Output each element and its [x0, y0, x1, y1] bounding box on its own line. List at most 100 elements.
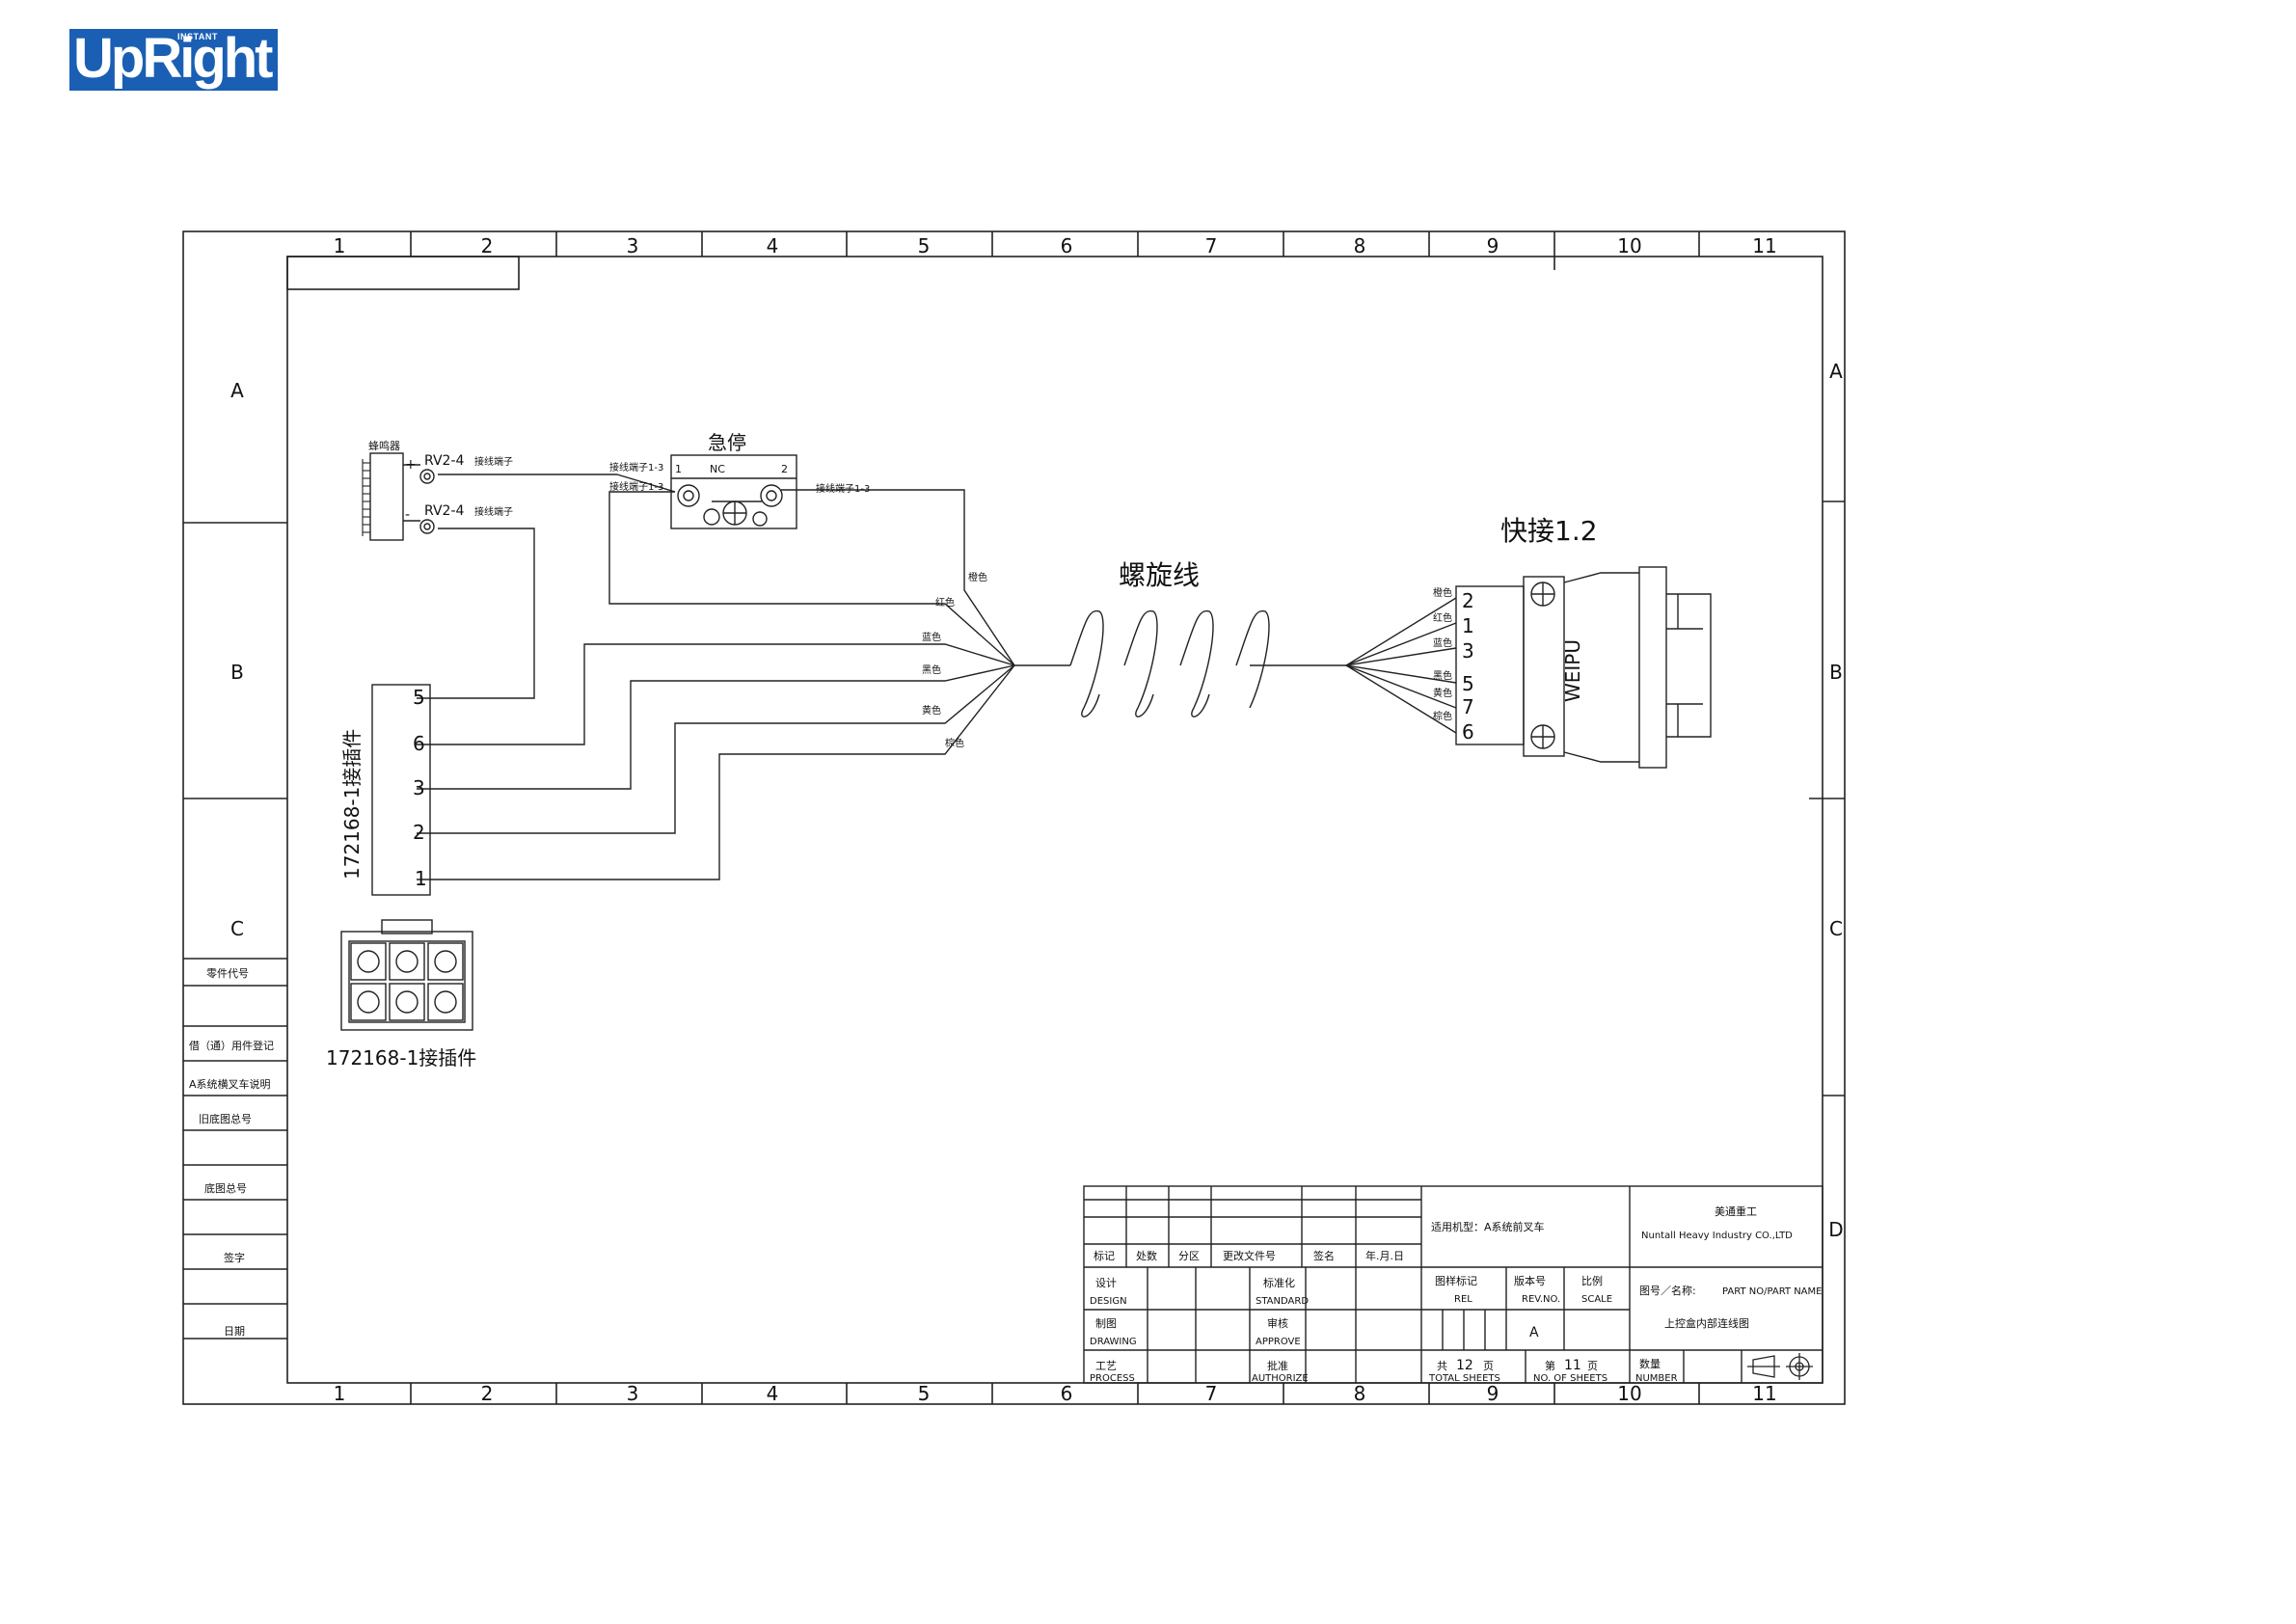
quick-connector	[1455, 566, 1712, 769]
wire-label-orange: 橙色	[968, 571, 987, 583]
col-label: 11	[1752, 1382, 1776, 1405]
tb-approve-en: APPROVE	[1256, 1337, 1301, 1347]
column-ticks-top	[410, 231, 1700, 270]
connector-part-label: 172168-1接插件	[340, 729, 364, 880]
quick-pin-number: 3	[1462, 639, 1474, 663]
inner-frame	[286, 256, 1823, 1384]
outer-frame	[182, 230, 1846, 1405]
col-label: 6	[1061, 234, 1073, 257]
weipu-label: WEIPU	[1561, 639, 1584, 702]
left-strip-text: 零件代号 借（通）用件登记 A系统横叉车说明 旧底图总号 底图总号 签字 日期	[189, 967, 274, 1338]
col-label: 8	[1354, 1382, 1366, 1405]
row-label: C	[230, 917, 244, 940]
quick-pin-color: 黄色	[1433, 687, 1452, 699]
wire-label-brown: 棕色	[945, 737, 964, 749]
top-left-box	[286, 256, 520, 290]
borrow-record-label: 借（通）用件登记	[189, 1039, 274, 1052]
estop-terminal-b: 接线端子1-3	[609, 480, 663, 493]
tb-process-cn: 工艺	[1095, 1360, 1117, 1372]
tb-mark: 标记	[1094, 1249, 1115, 1262]
tb-part-name: 上控盒内部连线图	[1664, 1316, 1749, 1330]
row-label: D	[1828, 1218, 1843, 1241]
row-label: B	[230, 661, 244, 684]
estop-pin1: 1	[675, 463, 682, 475]
tb-drawing-cn: 制图	[1095, 1317, 1117, 1330]
rv-top-label: RV2-4	[424, 453, 464, 469]
tb-part-no-en: PART NO/PART NAME	[1722, 1286, 1822, 1297]
tb-approve-cn: 审核	[1267, 1316, 1288, 1330]
estop-title: 急停	[708, 431, 746, 454]
tb-total-en: TOTAL SHEETS	[1428, 1373, 1500, 1384]
column-ticks-bottom	[410, 1383, 1700, 1404]
row-label: A	[230, 379, 244, 402]
tb-authorize-cn: 批准	[1267, 1359, 1288, 1372]
col-label: 4	[767, 234, 779, 257]
tb-drawing-en: DRAWING	[1090, 1337, 1137, 1347]
quick-pin-number: 7	[1462, 695, 1474, 718]
column-labels-bottom: 1 2 3 4 5 6 7 8 9 10 11	[334, 1382, 1777, 1405]
col-label: 4	[767, 1382, 779, 1405]
tb-sheet-cn-a: 第	[1545, 1359, 1555, 1372]
projection-symbol-icon	[1747, 1353, 1813, 1380]
date-label: 日期	[224, 1325, 245, 1338]
tb-sheet-value: 11	[1564, 1358, 1581, 1373]
quick-pin-number: 2	[1462, 589, 1474, 612]
tb-sign: 签名	[1313, 1249, 1335, 1262]
emergency-stop	[616, 454, 829, 529]
wire-label-yellow: 黄色	[922, 704, 941, 717]
quick-pin-number: 1	[1462, 614, 1474, 637]
col-label: 3	[627, 234, 639, 257]
quick-pin-color: 橙色	[1433, 586, 1452, 599]
logo-tag: INSTANT	[177, 32, 218, 41]
quick-pin-number: 6	[1462, 720, 1474, 744]
tb-process-en: PROCESS	[1090, 1373, 1135, 1384]
col-label: 1	[334, 1382, 346, 1405]
col-label: 5	[918, 234, 931, 257]
estop-pin2: 2	[781, 463, 788, 475]
col-label: 7	[1205, 234, 1218, 257]
col-label: 9	[1487, 234, 1499, 257]
tb-scale-cn: 比例	[1581, 1274, 1603, 1287]
col-label: 10	[1617, 1382, 1641, 1405]
tb-company-cn: 美通重工	[1715, 1204, 1757, 1218]
tb-rev-value: A	[1529, 1325, 1539, 1340]
rv-bottom-suffix: 接线端子	[474, 505, 513, 518]
old-drawing-label: 旧底图总号	[199, 1112, 252, 1125]
buzzer	[362, 452, 435, 541]
row-label: C	[1829, 917, 1843, 940]
tb-rel-en: REL	[1454, 1294, 1472, 1305]
rv-top-suffix: 接线端子	[474, 455, 513, 468]
tb-sheet-cn-b: 页	[1587, 1360, 1598, 1372]
quick-connector-label: 快接1.2	[1500, 515, 1598, 547]
tb-total-cn-b: 页	[1483, 1360, 1494, 1372]
wire-label-black: 黑色	[922, 663, 941, 676]
connector-pin: 2	[413, 821, 425, 844]
title-block-grid	[1083, 1185, 1823, 1384]
signature-label: 签字	[224, 1251, 245, 1264]
col-label: 10	[1617, 234, 1641, 257]
tb-total-value: 12	[1456, 1358, 1473, 1373]
connector-caption: 172168-1接插件	[326, 1046, 476, 1069]
tb-rel-cn: 图样标记	[1435, 1274, 1477, 1287]
tb-design-cn: 设计	[1095, 1277, 1117, 1289]
tb-rev-en: REV.NO.	[1522, 1294, 1560, 1305]
connector-pins: 5 6 3 2 1	[413, 686, 427, 890]
logo-brand: UpRight	[73, 27, 273, 90]
rv-bottom-label: RV2-4	[424, 503, 464, 519]
tb-part-no-cn: 图号／名称:	[1639, 1284, 1696, 1297]
estop-terminal-c: 接线端子1-3	[816, 482, 870, 495]
title-block-text: 标记 处数 分区 更改文件号 签名 年.月.日 设计 DESIGN 制图 DRA…	[1090, 1204, 1822, 1384]
row-label: A	[1829, 360, 1843, 383]
tb-applicable-model: 适用机型：A系统前叉车	[1431, 1220, 1545, 1233]
quick-pin-labels: 橙色 2 红色 1 蓝色 3 黑色 5 黄色 7 棕色 6	[1433, 586, 1474, 744]
col-label: 8	[1354, 234, 1366, 257]
tb-design-en: DESIGN	[1090, 1296, 1127, 1307]
quick-pin-color: 黑色	[1433, 669, 1452, 682]
connector-face	[340, 919, 473, 1031]
system-note-label: A系统横叉车说明	[189, 1077, 271, 1091]
row-labels: A B C A B C D	[230, 360, 1844, 1241]
tb-number-cn: 数量	[1639, 1358, 1661, 1370]
col-label: 1	[334, 234, 346, 257]
part-code-label: 零件代号	[206, 967, 249, 980]
